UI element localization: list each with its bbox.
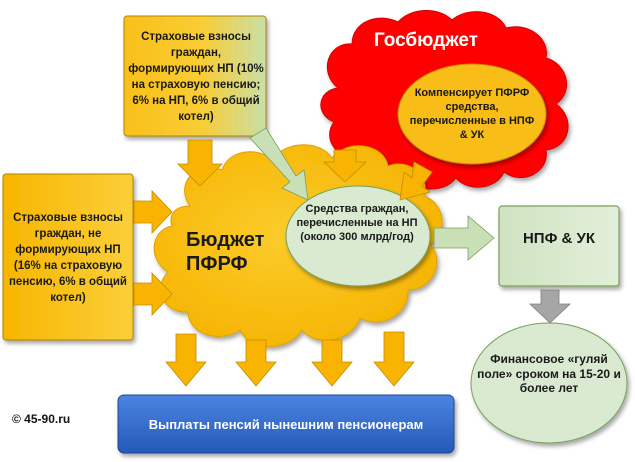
insured-np-box	[123, 15, 267, 137]
gosbudget-title: Госбюджет	[373, 30, 479, 51]
compensation-label: Компенсирует ПФРФ средства, перечисленны…	[409, 87, 535, 141]
insured-no-np-box	[2, 173, 134, 341]
arrow-right-left-box-1	[133, 190, 173, 234]
npf-uk-label: НПФ & УК	[522, 230, 596, 247]
arrow-down-payments-3	[311, 339, 353, 387]
arrow-down-payments-2	[235, 339, 277, 387]
arrow-right-to-npf	[433, 215, 495, 261]
arrow-down-gosbudget-1	[323, 149, 367, 183]
arrow-down-payments-4	[373, 331, 415, 387]
arrow-down-gosbudget-2	[399, 161, 433, 201]
funds-transferred-ellipse	[285, 185, 431, 287]
payments-label: Выплаты пенсий нынешним пенсионерам	[148, 416, 424, 432]
payments-bar	[117, 394, 455, 454]
insured-np-label: Страховые взносы граждан, формирующих НП…	[128, 31, 264, 123]
arrow-right-left-box-2	[133, 272, 173, 316]
insured-no-np-label: Страховые взносы граждан, не формирующих…	[8, 212, 127, 304]
npf-uk-box	[498, 205, 620, 287]
financial-field-ellipse	[470, 322, 628, 444]
arrow-down-top-box	[177, 139, 223, 187]
copyright-label: © 45-90.ru	[12, 412, 71, 426]
compensation-ellipse	[397, 63, 547, 165]
funds-transferred-label: Средства граждан, перечисленные на НП (о…	[296, 203, 418, 243]
arrow-gray-to-funds	[249, 127, 309, 201]
pfr-budget-title: Бюджет ПФРФ	[186, 229, 265, 275]
arrow-down-from-npf	[528, 289, 572, 324]
arrow-down-payments-1	[165, 333, 207, 387]
financial-field-label: Финансовое «гуляй поле» сроком на 15-20 …	[477, 352, 621, 395]
